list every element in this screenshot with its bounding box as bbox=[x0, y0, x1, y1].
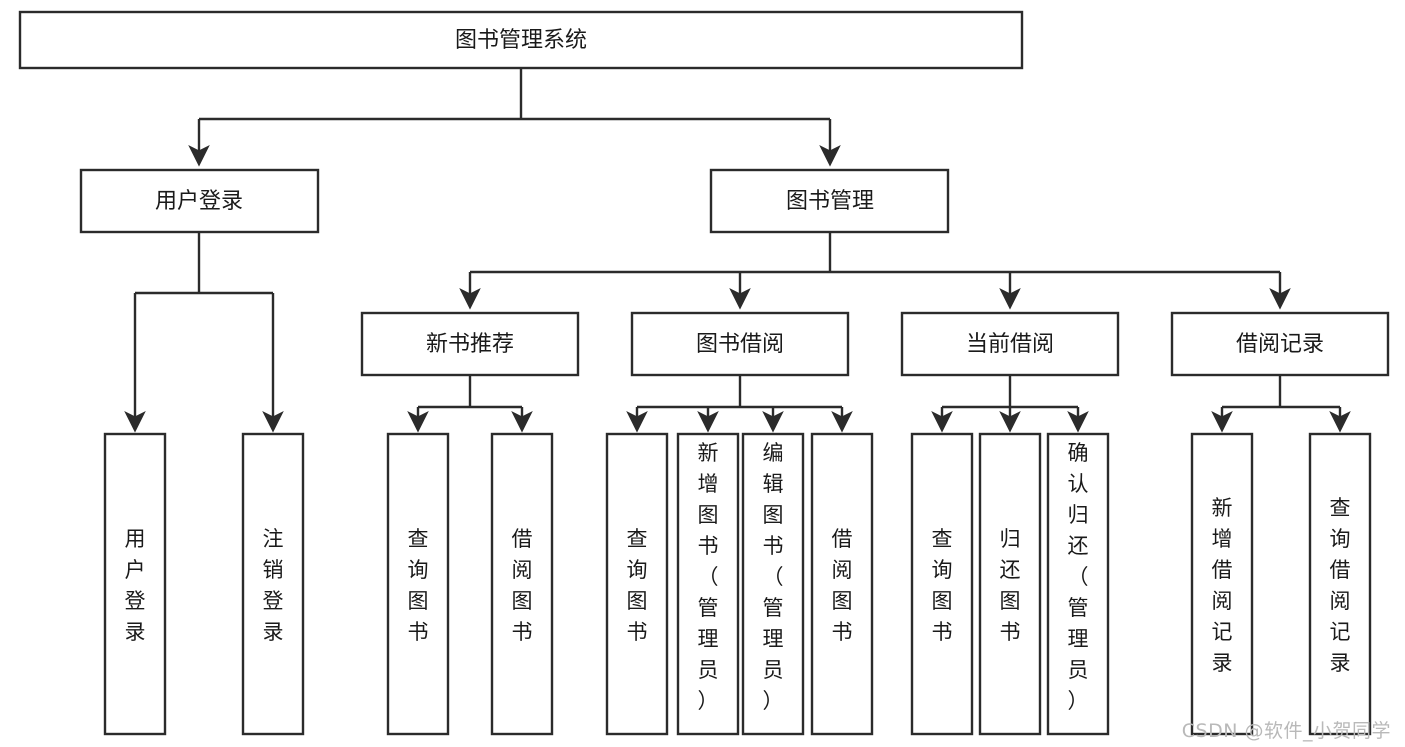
node-borrow-record[interactable]: 借阅记录 bbox=[1170, 311, 1390, 377]
node-book-borrow-box[interactable] bbox=[630, 311, 850, 377]
node-user-login-box[interactable] bbox=[79, 168, 320, 234]
leaf-node[interactable]: 新增图书（管理员） bbox=[676, 432, 740, 736]
node-user-login-label: 用户登录 bbox=[155, 189, 243, 214]
node-book-manage[interactable]: 图书管理 bbox=[709, 168, 950, 234]
node-new-book-rec[interactable]: 新书推荐 bbox=[360, 311, 580, 377]
leaf-node[interactable]: 归还图书 bbox=[978, 432, 1042, 736]
connector-group-book-manage bbox=[459, 232, 1291, 310]
leaf-node[interactable]: 用户登录 bbox=[103, 432, 167, 736]
node-book-manage-box[interactable] bbox=[709, 168, 950, 234]
leaf-node-box[interactable] bbox=[605, 432, 669, 736]
leaf-node[interactable]: 查询图书 bbox=[386, 432, 450, 736]
node-borrow-record-label: 借阅记录 bbox=[1236, 332, 1324, 357]
connector-group-book-borrow bbox=[626, 375, 853, 433]
connector-group-user-login bbox=[124, 232, 284, 433]
leaf-node-label: 确认归还（管理员） bbox=[1068, 441, 1089, 713]
leaf-node-box[interactable] bbox=[1190, 432, 1254, 736]
leaf-node-label: 查询图书 bbox=[627, 527, 648, 644]
connector-group-new-book-rec bbox=[407, 375, 533, 433]
leaf-node-label: 注销登录 bbox=[263, 527, 284, 644]
leaf-node-label: 新增图书（管理员） bbox=[698, 441, 719, 713]
node-new-book-rec-label: 新书推荐 bbox=[426, 332, 514, 357]
node-borrow-record-box[interactable] bbox=[1170, 311, 1390, 377]
connector-group-borrow-record bbox=[1211, 375, 1351, 433]
node-current-borrow-label: 当前借阅 bbox=[966, 332, 1054, 357]
leaf-node[interactable]: 确认归还（管理员） bbox=[1046, 432, 1110, 736]
leaf-node-label: 借阅图书 bbox=[512, 527, 533, 644]
leaf-node-label: 查询图书 bbox=[932, 527, 953, 644]
leaf-node-box[interactable] bbox=[103, 432, 167, 736]
leaf-node-label: 查询图书 bbox=[408, 527, 429, 644]
node-current-borrow-box[interactable] bbox=[900, 311, 1120, 377]
leaf-node[interactable]: 注销登录 bbox=[241, 432, 305, 736]
node-book-borrow-label: 图书借阅 bbox=[696, 332, 784, 357]
leaf-node-box[interactable] bbox=[741, 432, 805, 736]
leaf-node-label: 编辑图书（管理员） bbox=[763, 441, 784, 713]
node-current-borrow[interactable]: 当前借阅 bbox=[900, 311, 1120, 377]
node-root[interactable]: 图书管理系统 bbox=[18, 10, 1024, 70]
leaf-node[interactable]: 借阅图书 bbox=[810, 432, 874, 736]
leaf-node-box[interactable] bbox=[910, 432, 974, 736]
leaf-node[interactable]: 查询图书 bbox=[605, 432, 669, 736]
leaf-node-box[interactable] bbox=[241, 432, 305, 736]
node-new-book-rec-box[interactable] bbox=[360, 311, 580, 377]
node-user-login[interactable]: 用户登录 bbox=[79, 168, 320, 234]
leaf-node[interactable]: 编辑图书（管理员） bbox=[741, 432, 805, 736]
leaf-node-box[interactable] bbox=[810, 432, 874, 736]
connector-group-current-borrow bbox=[931, 375, 1089, 433]
leaf-node-label: 用户登录 bbox=[125, 527, 146, 644]
node-book-borrow[interactable]: 图书借阅 bbox=[630, 311, 850, 377]
node-root-label: 图书管理系统 bbox=[455, 28, 587, 53]
leaf-node-box[interactable] bbox=[1046, 432, 1110, 736]
leaf-node[interactable]: 借阅图书 bbox=[490, 432, 554, 736]
leaf-node[interactable]: 查询借阅记录 bbox=[1308, 432, 1372, 736]
leaf-node-box[interactable] bbox=[490, 432, 554, 736]
leaf-node-label: 借阅图书 bbox=[832, 527, 853, 644]
leaf-node-label: 归还图书 bbox=[1000, 527, 1021, 644]
leaf-node[interactable]: 新增借阅记录 bbox=[1190, 432, 1254, 736]
leaf-node-label: 查询借阅记录 bbox=[1330, 496, 1351, 675]
leaf-node-box[interactable] bbox=[1308, 432, 1372, 736]
leaf-node-box[interactable] bbox=[386, 432, 450, 736]
leaf-node[interactable]: 查询图书 bbox=[910, 432, 974, 736]
leaf-node-label: 新增借阅记录 bbox=[1212, 496, 1233, 675]
node-root-box[interactable] bbox=[18, 10, 1024, 70]
node-book-manage-label: 图书管理 bbox=[786, 189, 874, 214]
leaf-node-layer: 用户登录 注销登录 查询图书 借阅图书 查询图书 新增图书（管理员） 编辑图书（管理员） 借阅… bbox=[103, 432, 1372, 736]
leaf-node-box[interactable] bbox=[676, 432, 740, 736]
leaf-node-box[interactable] bbox=[978, 432, 1042, 736]
connector-group-root bbox=[188, 68, 841, 167]
